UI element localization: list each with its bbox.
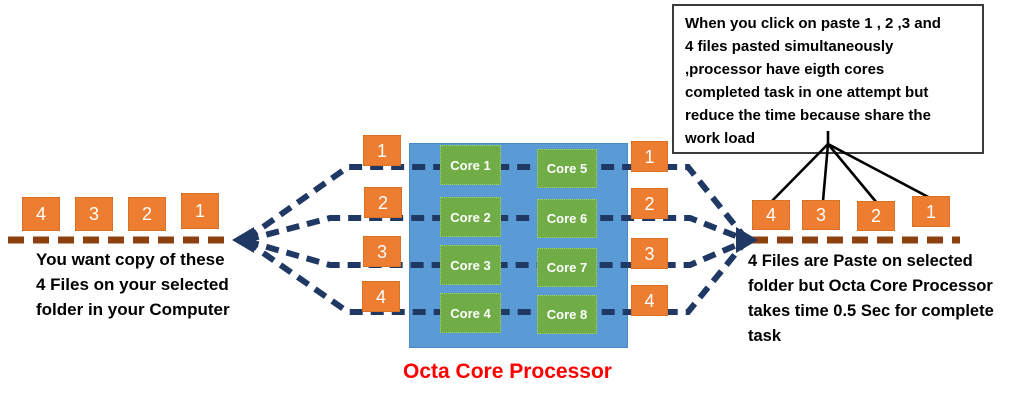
right-file-2: 2 xyxy=(857,201,895,231)
core-1: Core 1 xyxy=(440,145,501,185)
left-file-1: 1 xyxy=(181,193,219,229)
input-file-1: 1 xyxy=(363,135,401,166)
right-file-4: 4 xyxy=(752,200,790,230)
right-caption: 4 Files are Paste on selected folder but… xyxy=(748,252,994,345)
left-file-3: 3 xyxy=(75,197,113,231)
input-file-4: 4 xyxy=(362,281,400,312)
right-file-3: 3 xyxy=(802,200,840,230)
core-8: Core 8 xyxy=(537,295,597,334)
explanation-note: When you click on paste 1 , 2 ,3 and 4 f… xyxy=(672,4,984,154)
left-file-2: 2 xyxy=(128,197,166,231)
processor-title: Octa Core Processor xyxy=(403,360,612,383)
core-2: Core 2 xyxy=(440,197,501,237)
core-6: Core 6 xyxy=(537,199,597,238)
input-file-3: 3 xyxy=(363,236,401,267)
output-file-2: 2 xyxy=(631,188,668,219)
left-caption: You want copy of these 4 Files on your s… xyxy=(36,250,230,319)
input-file-2: 2 xyxy=(364,187,402,218)
right-file-1: 1 xyxy=(912,196,950,227)
core-5: Core 5 xyxy=(537,149,597,188)
output-file-4: 4 xyxy=(631,285,668,316)
left-file-4: 4 xyxy=(22,197,60,231)
core-3: Core 3 xyxy=(440,245,501,285)
core-4: Core 4 xyxy=(440,293,501,333)
core-7: Core 7 xyxy=(537,248,597,287)
output-file-3: 3 xyxy=(631,238,668,269)
output-file-1: 1 xyxy=(631,141,668,172)
